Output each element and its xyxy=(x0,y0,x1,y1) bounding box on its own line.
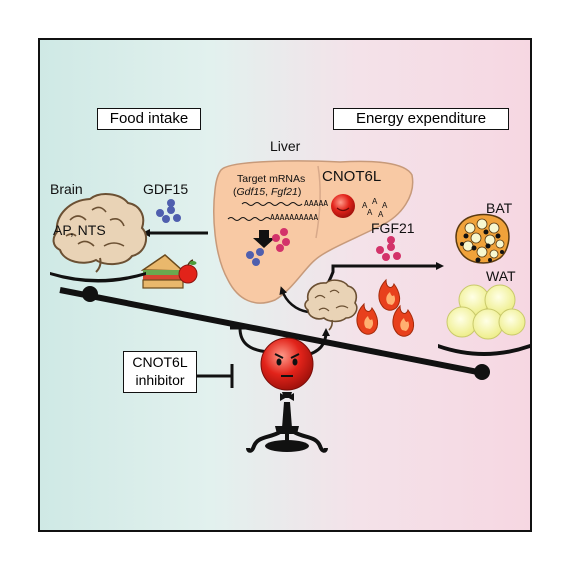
cnot6l-ball-mouth xyxy=(336,207,350,212)
target-genes-open: ( xyxy=(233,186,237,198)
brain-label: Brain xyxy=(50,181,83,197)
energy-expenditure-label: Energy expenditure xyxy=(333,108,509,130)
left-scale-pan xyxy=(50,272,146,283)
released-a-3: A xyxy=(382,201,388,210)
target-genes-close: ) xyxy=(297,186,302,198)
left-pan-pivot xyxy=(82,286,98,302)
released-a-5: A xyxy=(378,210,384,219)
right-pan-pivot xyxy=(474,364,490,380)
polya-tail-2: AAAAAAAAAA xyxy=(270,213,319,222)
liver-label: Liver xyxy=(270,138,301,154)
wat-label: WAT xyxy=(486,268,516,284)
right-scale-pan xyxy=(438,344,530,356)
gdf15-gene-label: Gdf15 xyxy=(236,186,266,198)
wat-icon xyxy=(446,284,526,340)
down-arrow-in-liver xyxy=(253,230,275,248)
small-brain-icon xyxy=(304,279,358,331)
target-mrnas-label: Target mRNAs xyxy=(237,173,306,185)
character-left-arm xyxy=(238,327,269,354)
ap-nts-label: AP, NTS xyxy=(53,222,106,238)
polya-tail-1: AAAAA xyxy=(304,199,329,208)
cnot6l-inhibitor-label: CNOT6L inhibitor xyxy=(123,351,197,393)
scale-beam xyxy=(59,287,489,377)
bat-label: BAT xyxy=(486,200,513,216)
flame-cores xyxy=(364,292,410,331)
target-genes-sep: , xyxy=(265,186,271,198)
fgf21-label: FGF21 xyxy=(371,220,415,236)
fgf21-dots-in-liver xyxy=(272,228,290,252)
inhibitor-line-1: CNOT6L xyxy=(132,354,188,370)
brain-icon xyxy=(52,193,148,273)
food-intake-label: Food intake xyxy=(97,108,201,130)
gdf15-dots-in-liver xyxy=(246,248,264,266)
fgf21-gene-label: Fgf21 xyxy=(270,186,298,198)
mrna-strand-1 xyxy=(241,202,303,206)
cnot6l-character xyxy=(246,337,328,453)
released-a-4: A xyxy=(367,208,373,217)
mrna-strand-2 xyxy=(227,217,271,221)
food-icon xyxy=(140,254,198,289)
gdf15-label: GDF15 xyxy=(143,181,189,197)
arrow-liver-to-small-brain xyxy=(279,286,309,314)
released-a-2: A xyxy=(372,197,378,206)
inhibitor-line-2: inhibitor xyxy=(135,372,185,388)
liver-lobe-divider xyxy=(315,165,321,239)
target-genes-label: (Gdf15, Fgf21) xyxy=(233,186,301,198)
liver-shape xyxy=(213,160,414,304)
cnot6l-label: CNOT6L xyxy=(322,168,382,185)
fgf21-dots xyxy=(376,236,401,261)
cnot6l-ball-in-liver xyxy=(331,194,355,218)
gdf15-dots xyxy=(156,199,181,223)
bat-icon xyxy=(455,213,510,264)
released-a-1: A xyxy=(362,201,368,210)
